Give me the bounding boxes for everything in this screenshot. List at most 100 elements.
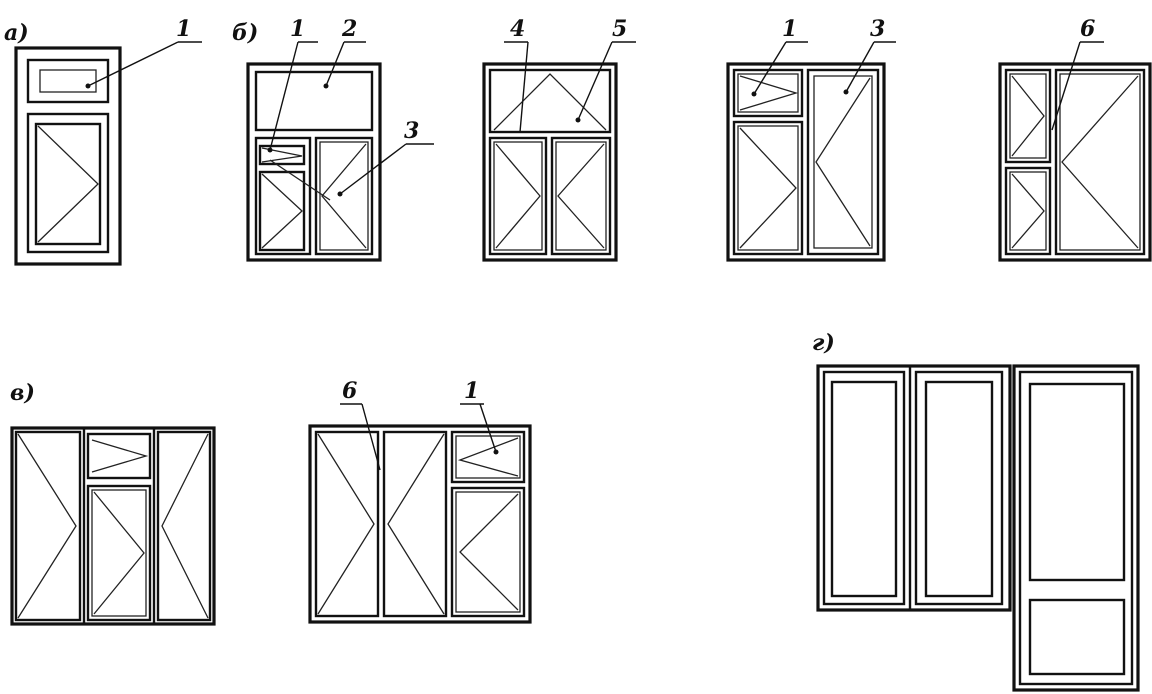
right-sash (156, 430, 212, 622)
window-frame (10, 426, 216, 626)
right-sash-pane (555, 141, 607, 251)
window-frame (726, 62, 886, 262)
callout-6: 6 (342, 378, 357, 404)
opening-mark (93, 491, 145, 615)
panel-label-a: а) (4, 20, 29, 46)
vent-opening-mark (91, 439, 149, 473)
vent-opening-mark (261, 147, 303, 163)
left-sash-pane (737, 125, 799, 251)
center-sash (86, 484, 152, 622)
window-v2: 6 1 (308, 378, 532, 624)
callout-1: 1 (176, 16, 191, 42)
left-sash (314, 430, 380, 618)
window-frame (816, 364, 1012, 612)
callout-4: 4 (510, 16, 525, 42)
upper-left-pane (1009, 73, 1047, 159)
callout-dot (575, 117, 581, 123)
opening-mark (739, 127, 797, 249)
opening-mark (495, 143, 541, 249)
sash-hinge-line (269, 159, 331, 201)
door-frame (1012, 364, 1140, 692)
right-sash-pane (319, 141, 369, 251)
right-sash (806, 68, 880, 256)
left-sash-pane (493, 141, 543, 251)
panel-v: в) (10, 378, 532, 626)
callout-line (361, 403, 381, 471)
middle-sash (382, 430, 448, 618)
opening-mark (815, 77, 871, 247)
right-sash-pane (813, 75, 873, 249)
opening-mark (1011, 75, 1045, 157)
window-frame (14, 46, 122, 266)
vent-sash (86, 432, 152, 480)
vent-pane (258, 144, 306, 166)
opening-mark (321, 143, 367, 249)
callout-line (339, 143, 407, 195)
callout-dot (267, 147, 273, 153)
door-leaf (1018, 370, 1134, 686)
left-sash (488, 136, 548, 256)
callout-line (577, 41, 613, 121)
upper-left-sash (1004, 68, 1052, 164)
callout-dot (337, 191, 343, 197)
left-sash-pane (258, 170, 306, 252)
right-sash (1054, 68, 1146, 256)
opening-mark (17, 433, 77, 619)
transom-opening-mark (493, 73, 607, 131)
transom-sash (488, 68, 612, 134)
panel-label-g: г) (812, 330, 835, 356)
callout-line (519, 41, 529, 133)
opening-mark (1011, 173, 1045, 249)
right-sash-pane (455, 491, 521, 613)
callout-line (269, 41, 299, 151)
transom-sash (254, 70, 374, 132)
callout-dot (751, 91, 757, 97)
callout-1: 1 (290, 16, 305, 42)
callout-line (325, 41, 345, 87)
callout-dot (493, 449, 499, 455)
window-frame (482, 62, 618, 262)
right-sash (550, 136, 612, 256)
callout-2: 2 (341, 16, 357, 42)
callout-dot (85, 83, 91, 89)
panel-label-v: в) (10, 380, 35, 406)
opening-mark (459, 493, 519, 611)
left-sash (14, 430, 82, 622)
right-sash-pane (1059, 73, 1141, 251)
window-v1 (10, 426, 216, 626)
right-sash-pane (924, 380, 994, 598)
window-frame (246, 62, 382, 262)
lower-left-pane (1009, 171, 1047, 251)
panel-g: г) (812, 330, 1140, 692)
vent-pane (455, 435, 521, 479)
callout-line (845, 41, 875, 93)
lower-sash-pane (34, 122, 102, 246)
callout-1: 1 (464, 378, 479, 404)
center-sash-pane (91, 489, 147, 617)
callout-line (753, 41, 787, 95)
opening-mark (1061, 75, 1139, 249)
callout-line (479, 403, 497, 453)
opening-mark (37, 125, 99, 243)
callout-5: 5 (612, 16, 627, 42)
door-glazing (1028, 382, 1126, 582)
balcony-door-block (816, 364, 1140, 692)
callout-line (1051, 41, 1081, 131)
window-b4: 6 (998, 16, 1152, 262)
opening-mark (387, 433, 445, 615)
panel-b: б) 1 2 3 (232, 16, 1152, 262)
callout-3: 3 (404, 118, 419, 144)
callout-dot (323, 83, 329, 89)
door-panel (1028, 598, 1126, 676)
left-sash (822, 370, 906, 606)
panel-label-b: б) (232, 20, 258, 46)
vent-sash (450, 430, 526, 484)
left-sash (254, 136, 312, 256)
vent-pane (737, 73, 799, 113)
panel-a: а) 1 (4, 16, 202, 266)
right-sash (450, 486, 526, 618)
callout-line (87, 41, 179, 87)
window-b2: 4 5 (482, 16, 636, 262)
